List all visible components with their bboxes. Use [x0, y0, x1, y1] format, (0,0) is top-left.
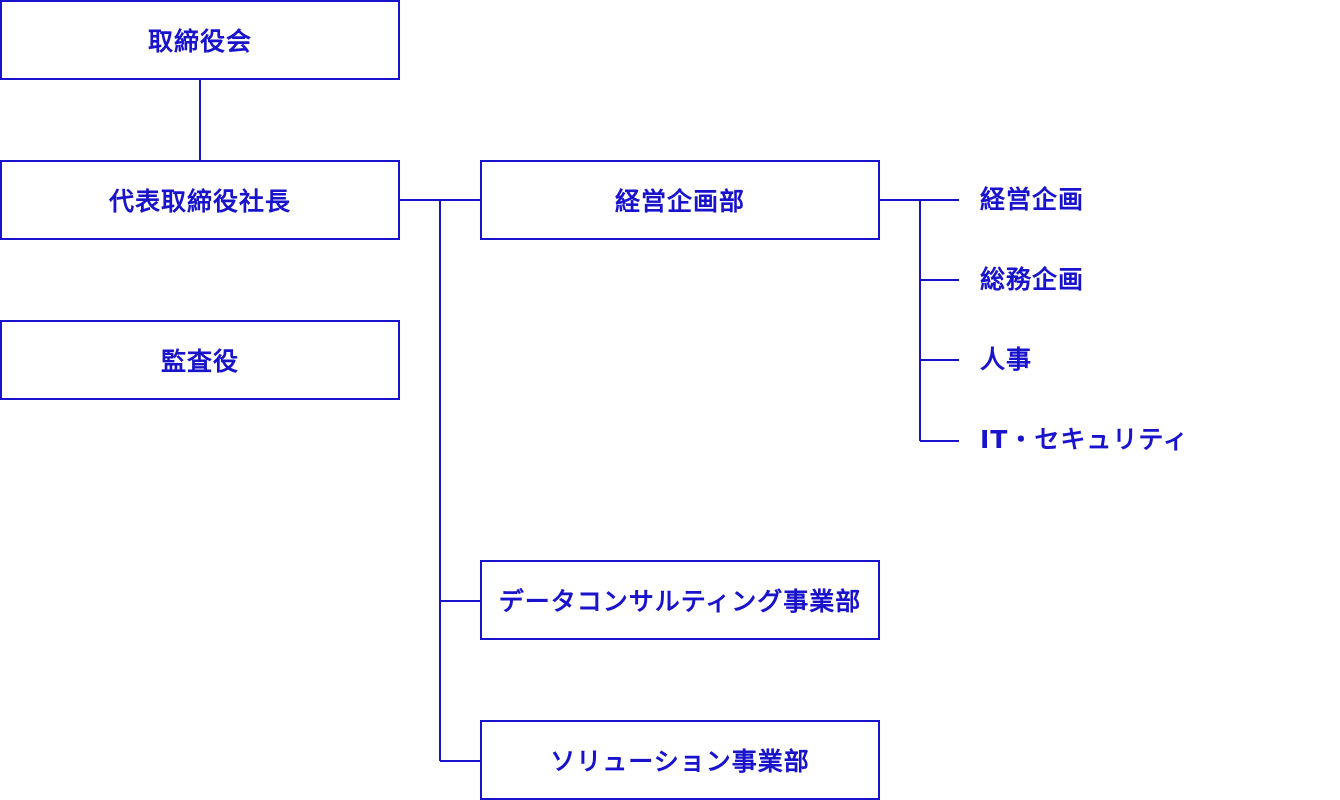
sub-unit-it-security: IT・セキュリティ: [980, 425, 1189, 454]
management-planning-box: 経営企画部: [480, 160, 880, 240]
president-box: 代表取締役社長: [0, 160, 400, 240]
management-planning-label: 経営企画部: [614, 187, 745, 216]
sub-unit-general-affairs: 総務企画: [980, 265, 1085, 294]
board-box: 取締役会: [0, 0, 400, 80]
solutions-box: ソリューション事業部: [480, 720, 880, 800]
solutions-label: ソリューション事業部: [550, 747, 810, 776]
data-consulting-label: データコンサルティング事業部: [498, 587, 862, 616]
auditor-label: 監査役: [160, 347, 239, 376]
sub-unit-management-planning: 経営企画: [980, 185, 1085, 214]
data-consulting-box: データコンサルティング事業部: [480, 560, 880, 640]
sub-unit-hr: 人事: [980, 345, 1033, 374]
board-label: 取締役会: [147, 27, 252, 56]
auditor-box: 監査役: [0, 320, 400, 400]
president-label: 代表取締役社長: [108, 187, 291, 216]
